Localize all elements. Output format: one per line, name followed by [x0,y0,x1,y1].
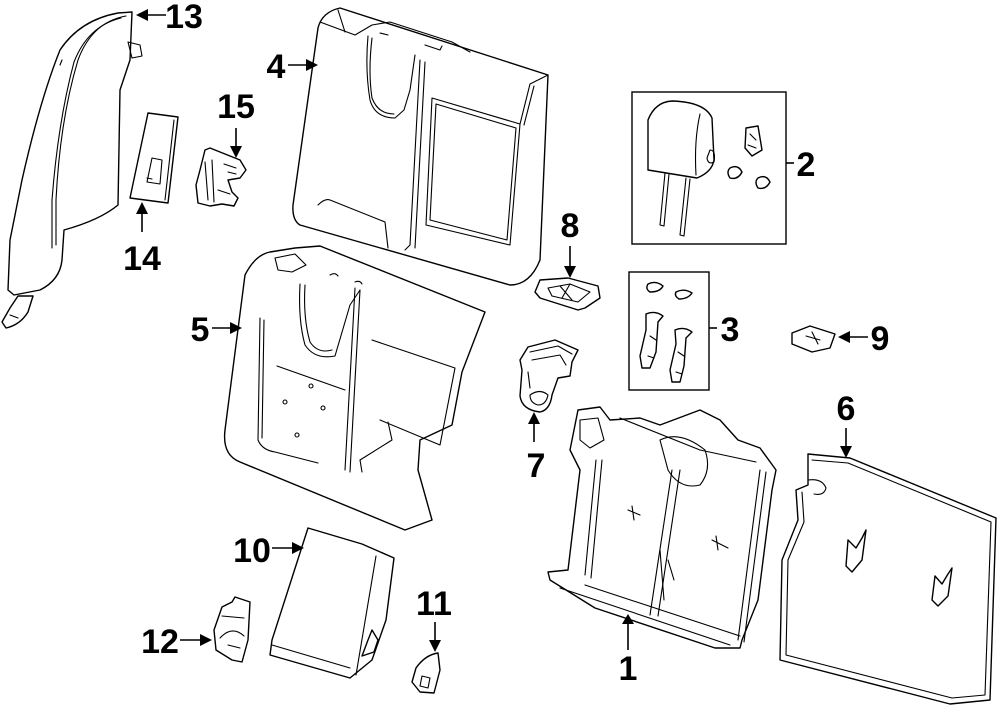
callout-number: 1 [619,650,638,688]
callout-number: 13 [165,0,203,36]
callout-4[interactable]: 4 [267,48,318,86]
callout-number: 9 [871,320,890,358]
callout-number: 6 [837,390,856,428]
headrest-guide-part[interactable] [639,281,693,383]
callout-8[interactable]: 8 [561,207,580,278]
callout-number: 10 [233,532,271,570]
latch-part[interactable] [519,339,579,413]
callout-14[interactable]: 14 [123,202,161,278]
rear-panel-part[interactable] [779,453,997,705]
callout-15[interactable]: 15 [217,88,255,158]
callout-7[interactable]: 7 [527,412,546,485]
callout-1[interactable]: 1 [619,614,638,688]
callout-number: 4 [267,48,286,86]
seat-back-frame-part[interactable] [547,406,777,649]
bolster-bracket-part[interactable] [195,147,247,207]
latch-bezel-part[interactable] [534,277,601,311]
callout-number: 15 [217,88,255,126]
callout-number: 5 [191,311,210,349]
callout-2[interactable]: 2 [786,146,815,184]
callout-number: 7 [527,447,546,485]
callout-9[interactable]: 9 [838,320,889,358]
callout-number: 2 [797,146,816,184]
armrest-bracket-part[interactable] [411,652,441,694]
callout-number: 12 [141,623,179,661]
latch-cover-part[interactable] [791,325,836,353]
callout-11[interactable]: 11 [416,585,452,652]
callout-number: 14 [123,240,161,278]
side-bolster-part[interactable] [1,11,143,329]
callout-number: 11 [416,585,452,623]
callout-number: 8 [561,207,580,245]
armrest-part[interactable] [269,527,395,679]
callout-12[interactable]: 12 [141,623,212,661]
headrest-part[interactable] [647,100,771,237]
callout-6[interactable]: 6 [837,390,856,458]
callout-5[interactable]: 5 [191,311,242,349]
side-airbag-part[interactable] [129,112,179,204]
callout-13[interactable]: 13 [136,0,203,36]
cup-holder-part[interactable] [213,596,251,663]
seat-back-cover-part[interactable] [292,7,549,286]
callout-10[interactable]: 10 [233,532,304,570]
headrest-group-box [631,91,787,245]
guide-group-box [628,271,710,391]
callout-number: 3 [721,311,740,349]
callout-3[interactable]: 3 [709,311,739,349]
seat-back-pad-part[interactable] [223,245,486,531]
